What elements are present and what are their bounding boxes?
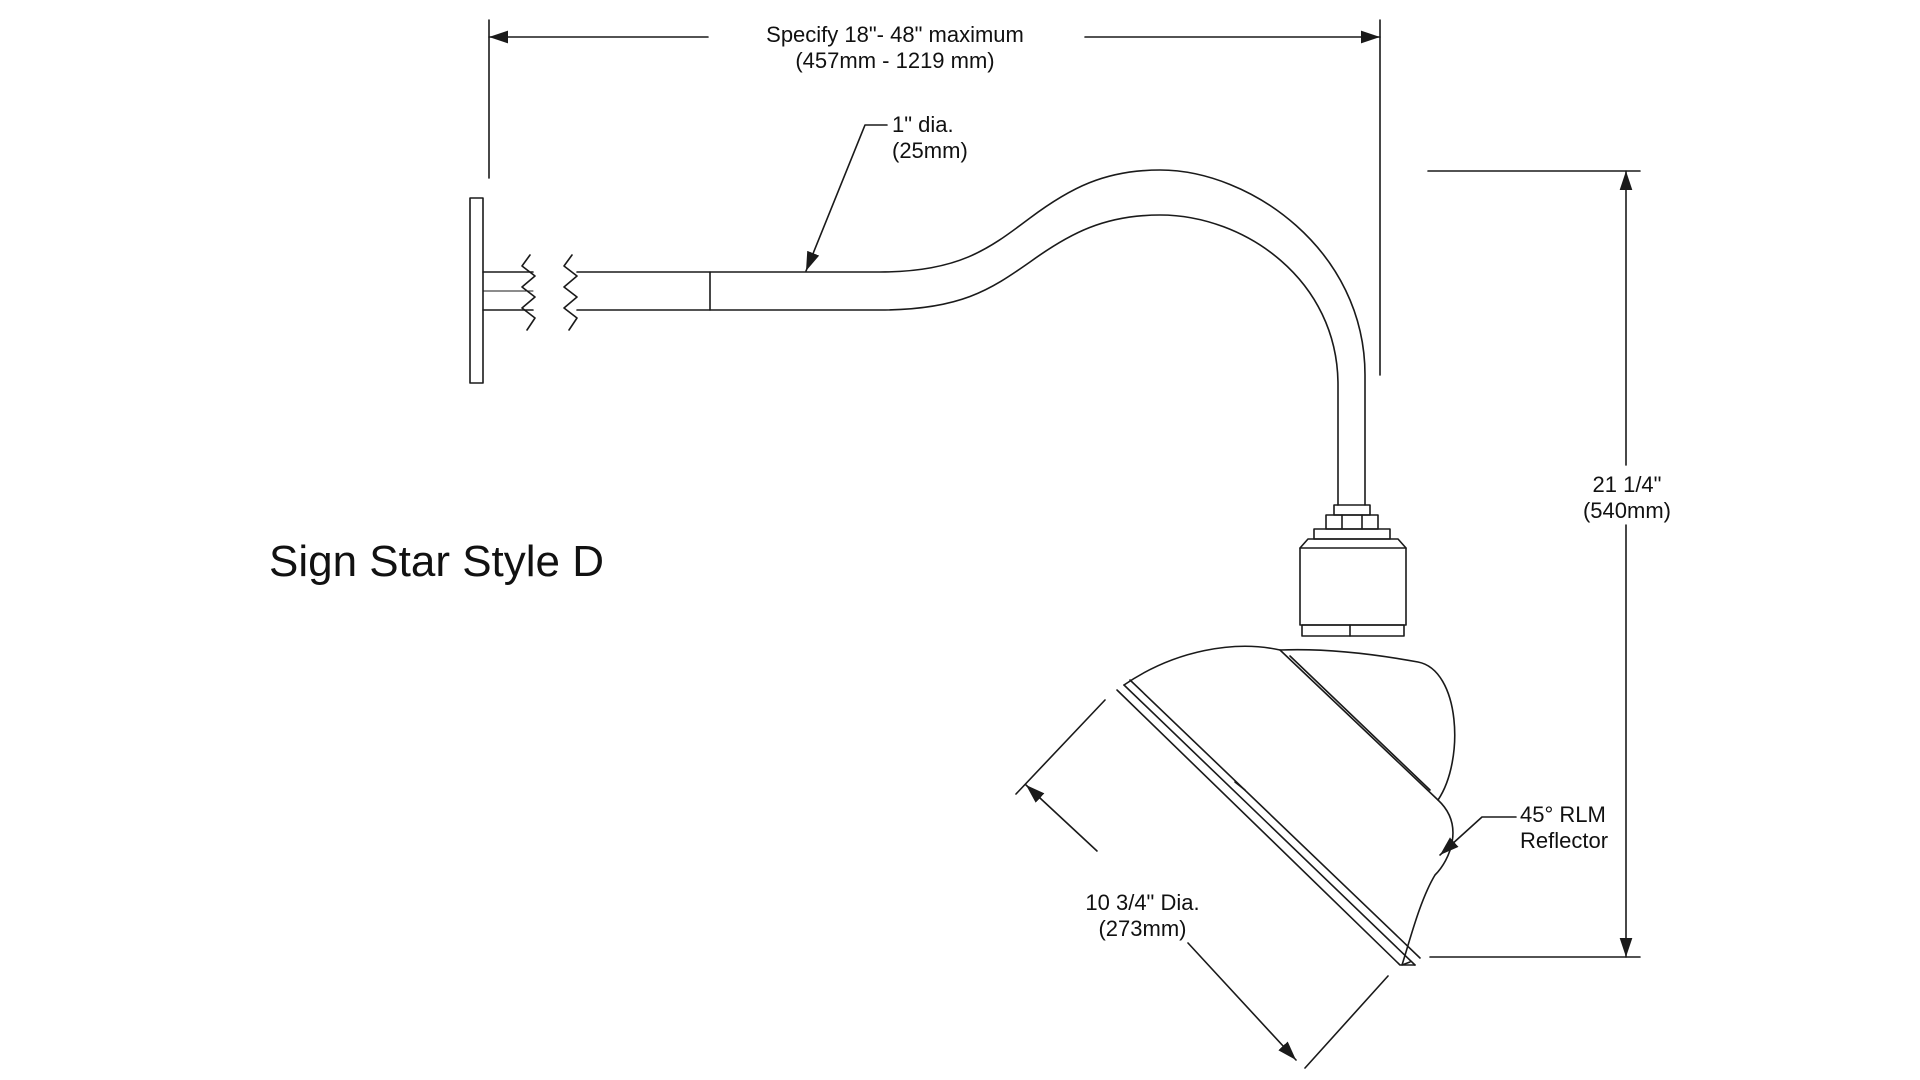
- tube-diameter-imperial: 1" dia.: [892, 112, 954, 137]
- tube-diameter-label: 1" dia. (25mm): [892, 112, 968, 164]
- rlm-reflector: [1116, 645, 1456, 966]
- height-imperial: 21 1/4": [1592, 472, 1662, 497]
- arm-span-dimension: [488, 19, 1381, 376]
- height-metric: (540mm): [1582, 498, 1671, 523]
- gooseneck-arm: [576, 169, 1366, 506]
- tube-diameter-leader: [805, 124, 888, 272]
- height-dimension: [1427, 170, 1641, 958]
- reflector-label: 45° RLM Reflector: [1520, 802, 1608, 854]
- break-line-left: [521, 254, 536, 331]
- reflector-label-line2: Reflector: [1520, 828, 1609, 853]
- arm-span-imperial: Specify 18"- 48" maximum: [766, 22, 1024, 47]
- break-line-right: [563, 254, 578, 331]
- reflector-leader: [1439, 816, 1517, 856]
- height-label: 21 1/4" (540mm): [1562, 472, 1692, 524]
- shade-diameter-dimension: [1015, 699, 1389, 1069]
- tube-diameter-metric: (25mm): [892, 138, 968, 163]
- hex-nut: [1313, 504, 1391, 540]
- shade-diameter-metric: (273mm): [1098, 916, 1187, 941]
- arm-span-label: Specify 18"- 48" maximum (457mm - 1219 m…: [740, 22, 1050, 74]
- shade-diameter-imperial: 10 3/4" Dia.: [1085, 890, 1200, 915]
- drawing-title: Sign Star Style D: [269, 537, 605, 586]
- socket-housing: [1299, 538, 1407, 637]
- reflector-label-line1: 45° RLM: [1520, 802, 1606, 827]
- wall-plate: [469, 197, 484, 384]
- arm-span-metric: (457mm - 1219 mm): [795, 48, 995, 73]
- shade-diameter-label: 10 3/4" Dia. (273mm): [1070, 890, 1215, 942]
